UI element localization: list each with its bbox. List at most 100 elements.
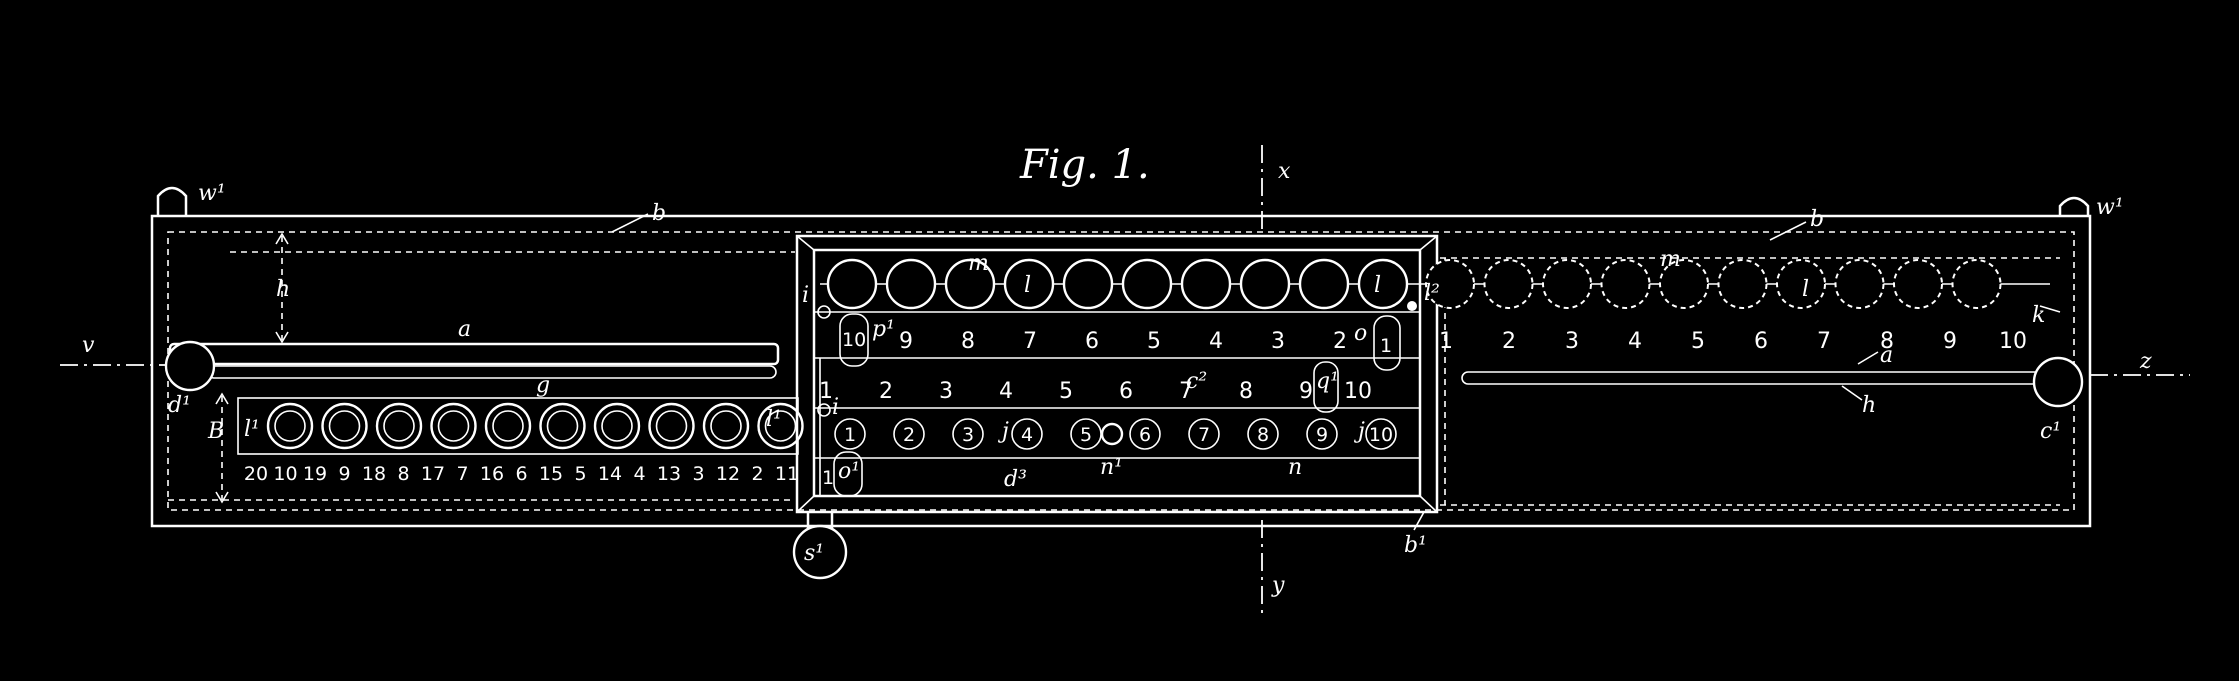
label-h-dimension: h xyxy=(276,277,290,302)
upper-scale-left-num-3: 7 xyxy=(1023,329,1037,354)
upper-bead-row xyxy=(826,258,2002,310)
label-q1: q¹ xyxy=(1316,369,1339,394)
bead-solid-8 xyxy=(1239,258,1291,310)
window-circle-6 xyxy=(1129,418,1161,450)
label-y: y xyxy=(1271,573,1285,598)
bead-solid-4 xyxy=(1003,258,1055,310)
leader-b-right xyxy=(1769,221,1807,241)
bead-dashed-7 xyxy=(1776,259,1826,309)
bottom-scale-num-9: 16 xyxy=(480,463,504,485)
window-circle-8 xyxy=(1247,418,1279,450)
upper-scale-right-num-1: 1 xyxy=(1439,329,1453,354)
dimension-arrow-B xyxy=(215,392,229,504)
label-i-mid: i xyxy=(832,395,839,420)
bead-solid-9 xyxy=(1298,258,1350,310)
window-circle-3 xyxy=(952,418,984,450)
label-l-a: l xyxy=(1024,273,1031,298)
upper-scale-right-num-3: 3 xyxy=(1565,329,1579,354)
label-b1: b¹ xyxy=(1404,533,1427,558)
bottom-scale-num-6: 8 xyxy=(397,463,409,485)
bead-solid-1 xyxy=(826,258,878,310)
slot-p1-number: 10 xyxy=(842,329,866,351)
label-p1: p¹ xyxy=(872,317,895,342)
figure-title: Fig. 1. xyxy=(1019,142,1150,188)
slot-o1 xyxy=(833,451,863,497)
bead-solid-10 xyxy=(1357,258,1409,310)
bottom-scale-num-8: 7 xyxy=(456,463,468,485)
upper-scale-right-num-9: 9 xyxy=(1943,329,1957,354)
dimension-arrow-h xyxy=(275,232,289,344)
pointer-n1 xyxy=(1100,422,1124,446)
window-number-4: 4 xyxy=(1021,424,1033,446)
upper-scale-right-num-5: 5 xyxy=(1691,329,1705,354)
slot-o-number: 1 xyxy=(1380,335,1392,357)
label-o1: o¹ xyxy=(838,459,860,484)
middle-scale-num-7: 7 xyxy=(1179,379,1193,404)
window-number-1: 1 xyxy=(844,424,856,446)
window-circle-7 xyxy=(1188,418,1220,450)
label-c1: c¹ xyxy=(2040,419,2061,444)
window-number-5: 5 xyxy=(1080,424,1092,446)
bottom-scale-num-4: 9 xyxy=(338,463,350,485)
window-number-8: 8 xyxy=(1257,424,1269,446)
hanger-loop-left xyxy=(156,186,188,216)
label-w1-left: w¹ xyxy=(198,181,226,206)
leader-b-left xyxy=(611,213,649,233)
bottom-scale-num-16: 3 xyxy=(692,463,704,485)
label-l-c: l xyxy=(1802,277,1809,302)
label-s1: s¹ xyxy=(804,541,824,566)
bottom-scale-num-5: 18 xyxy=(362,463,386,485)
rod-a-left xyxy=(168,342,780,366)
upper-scale-left-num-2: 8 xyxy=(961,329,975,354)
middle-scale-num-4: 4 xyxy=(999,379,1013,404)
label-b-left: b xyxy=(652,201,666,226)
window-circle-1 xyxy=(834,418,866,450)
label-w1-right: w¹ xyxy=(2096,195,2124,220)
label-l2: l² xyxy=(1424,281,1440,306)
lower-bead-inner-3 xyxy=(383,410,415,442)
lower-bead-inner-6 xyxy=(546,410,579,442)
bead-dashed-8 xyxy=(1834,259,1885,309)
upper-scale-right-num-4: 4 xyxy=(1628,329,1642,354)
bead-solid-7 xyxy=(1180,258,1232,310)
label-j-a: j xyxy=(997,419,1009,444)
lower-bead-inner-10 xyxy=(764,410,797,442)
label-z: z xyxy=(2139,349,2152,374)
label-v: v xyxy=(82,333,95,358)
slot-q1 xyxy=(1313,361,1339,413)
middle-scale-num-5: 5 xyxy=(1059,379,1073,404)
middle-scale-num-6: 6 xyxy=(1119,379,1133,404)
bottom-scale-num-1: 20 xyxy=(244,463,268,485)
middle-scale-num-1: 1 xyxy=(819,379,833,404)
label-h-right: h xyxy=(1862,393,1876,418)
bottom-scale-num-3: 19 xyxy=(303,463,327,485)
window-number-3: 3 xyxy=(962,424,974,446)
leader-k xyxy=(2039,305,2061,313)
hanger-loop-right xyxy=(2058,196,2090,216)
lower-bead-inner-7 xyxy=(601,410,633,442)
label-m-left: m xyxy=(968,251,989,276)
upper-scale-left-num-5: 5 xyxy=(1147,329,1161,354)
label-m-right: m xyxy=(1660,247,1681,272)
lower-bead-row xyxy=(266,402,804,450)
bottom-scale-num-17: 12 xyxy=(716,463,740,485)
label-B: B xyxy=(207,419,224,444)
bottom-scale-num-10: 6 xyxy=(515,463,527,485)
window-circle-9 xyxy=(1306,418,1338,450)
label-n: n xyxy=(1288,455,1302,480)
knob-c1 xyxy=(2032,356,2084,408)
label-l-b: l xyxy=(1374,273,1381,298)
leader-b1 xyxy=(1413,511,1425,531)
window-number-6: 6 xyxy=(1139,424,1151,446)
leader-h-right xyxy=(1841,385,1863,401)
bead-dashed-6 xyxy=(1717,259,1768,309)
label-x: x xyxy=(1278,159,1291,184)
bead-solid-2 xyxy=(885,258,937,310)
bead-dashed-3 xyxy=(1542,259,1592,309)
window-circle-2 xyxy=(893,418,925,450)
bottom-scale-num-18: 2 xyxy=(751,463,763,485)
groove-g xyxy=(207,365,777,379)
lower-bead-inner-4 xyxy=(437,410,470,442)
